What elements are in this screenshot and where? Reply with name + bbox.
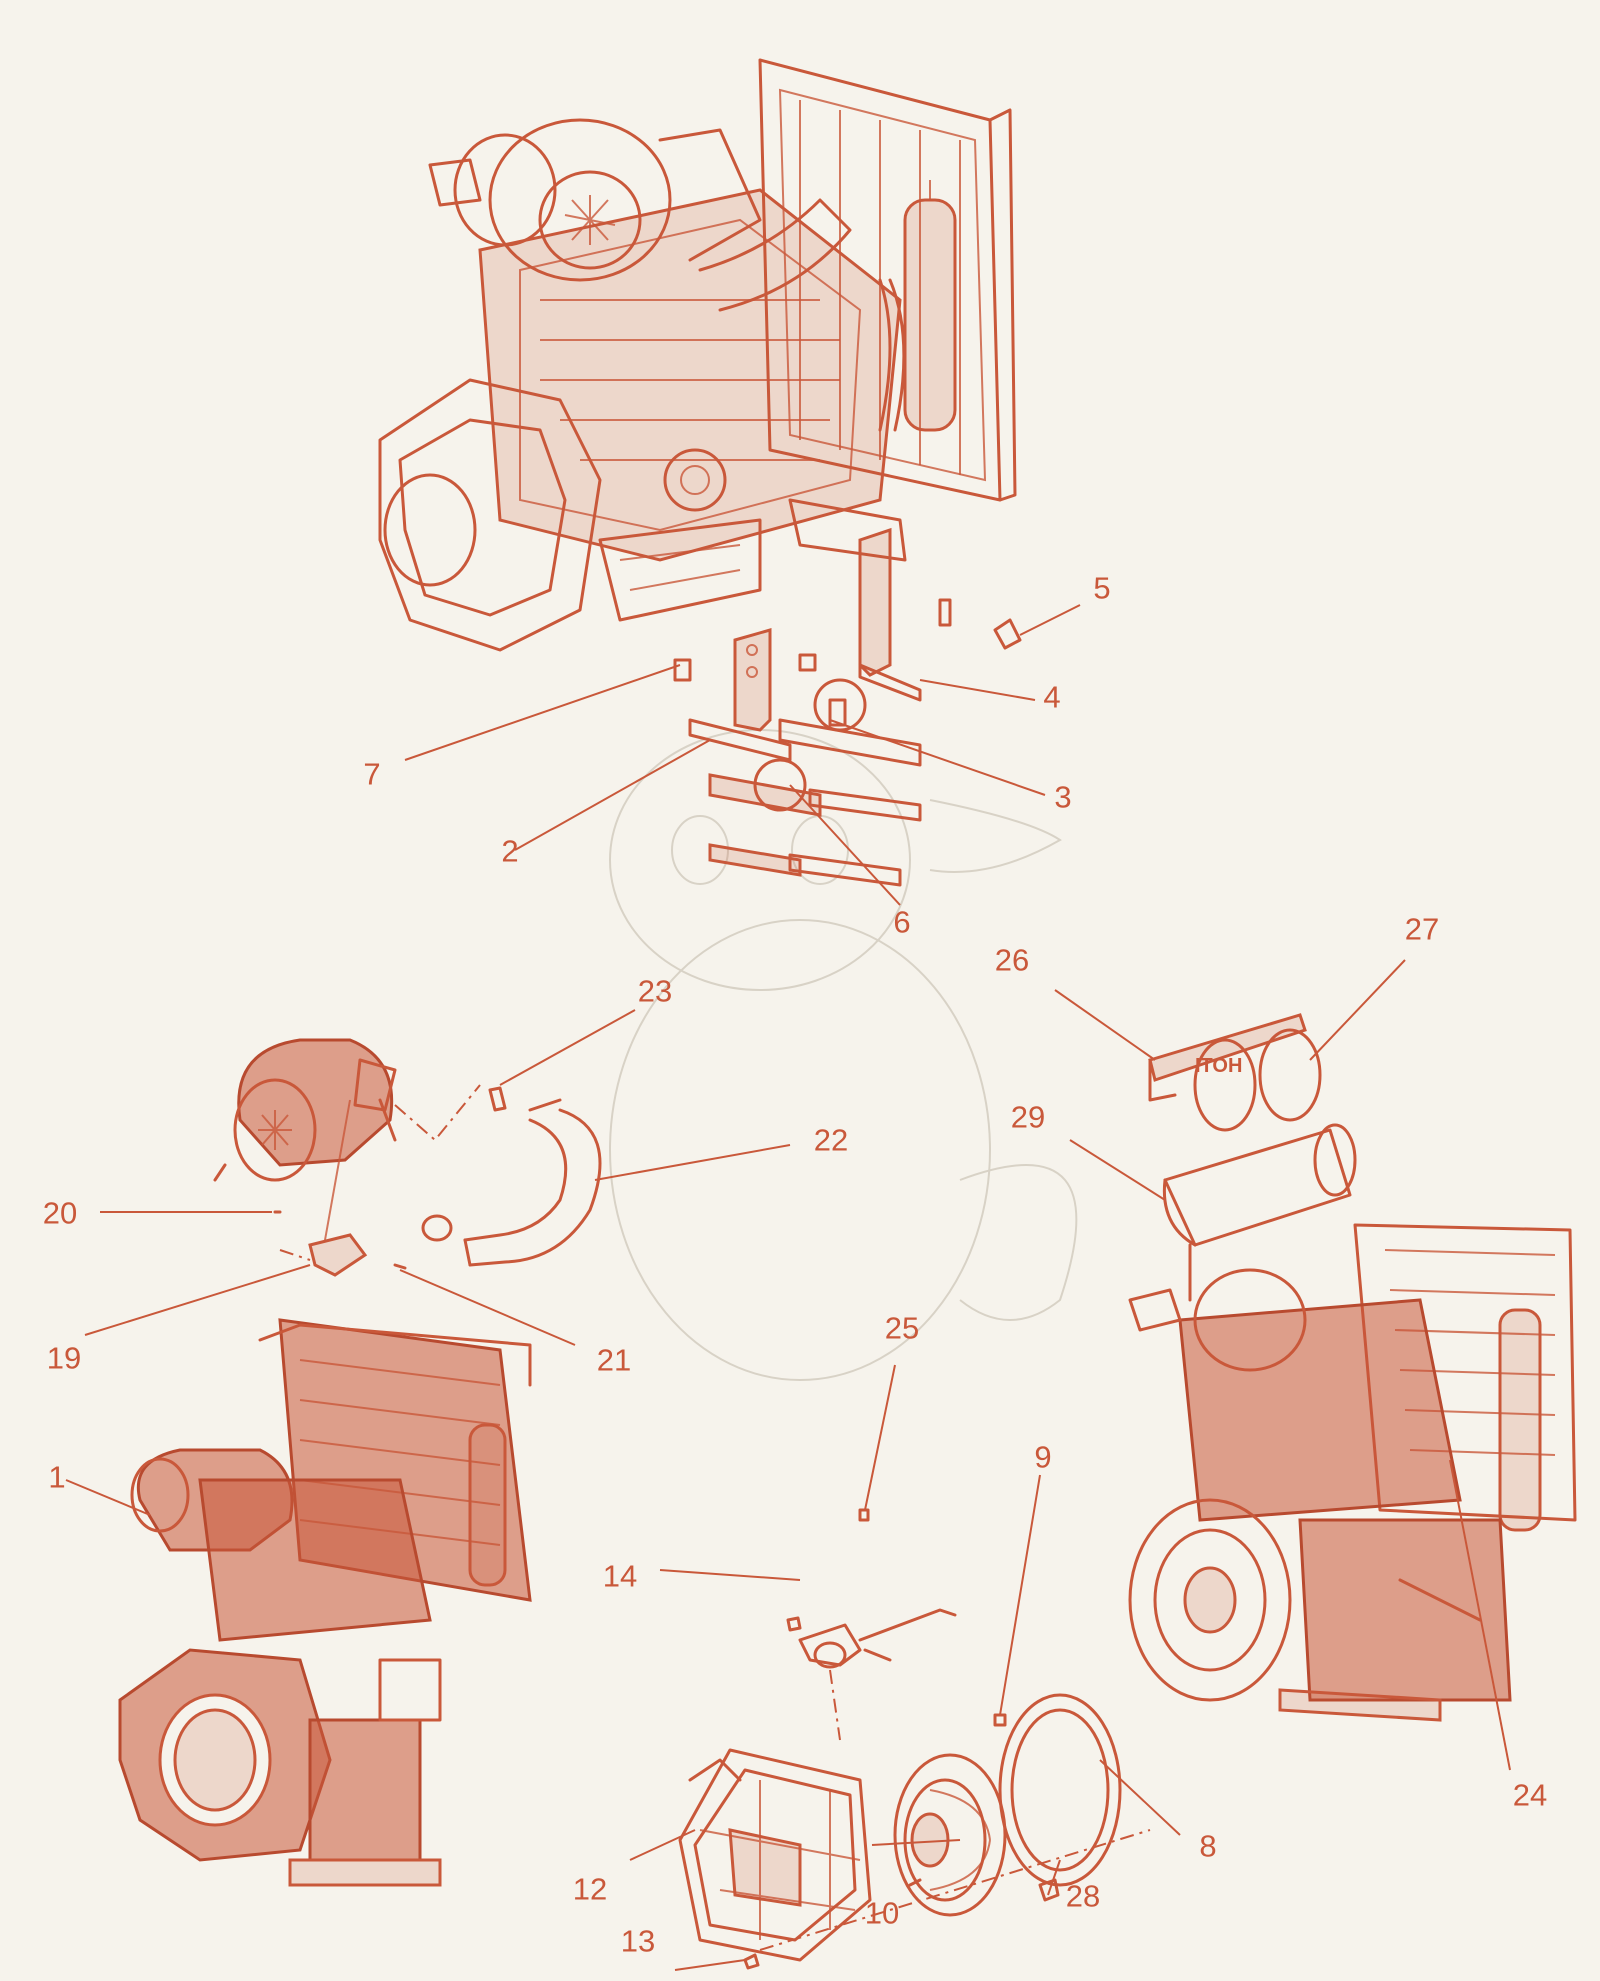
callout-19: 19 [46,1340,82,1376]
top-engine-assembly [378,58,1017,652]
callout-25: 25 [884,1310,920,1346]
air-cleaner-group [213,1038,602,1277]
callout-22: 22 [813,1122,849,1158]
callout-8: 8 [1199,1828,1217,1864]
callout-3: 3 [1054,779,1072,815]
top-mount-brackets [673,527,1022,887]
callout-4: 4 [1043,679,1061,715]
callout-27: 27 [1404,911,1440,947]
callout-6: 6 [893,904,911,940]
callout-9: 9 [1034,1439,1052,1475]
engine-assembly-1 [118,1318,532,1887]
callout-13: 13 [620,1923,656,1959]
callout-1: 1 [48,1459,66,1495]
callout-10: 10 [864,1895,900,1931]
leader-lines [65,604,1511,1971]
callout-14: 14 [602,1558,638,1594]
callout-23: 23 [637,973,673,1009]
callout-2: 2 [501,833,519,869]
callout-24: 24 [1512,1777,1548,1813]
callout-7: 7 [363,756,381,792]
callout-12: 12 [572,1871,608,1907]
callout-21: 21 [596,1342,632,1378]
callout-29: 29 [1010,1099,1046,1135]
heat-shield-logo: ITOH [1195,1055,1242,1077]
callout-5: 5 [1093,570,1111,606]
watermark-figure [609,729,1078,1381]
callout-26: 26 [994,942,1030,978]
callout-20: 20 [42,1195,78,1231]
callout-28: 28 [1065,1878,1101,1914]
flywheel-housing-group [678,1508,1151,1970]
right-engine-assembly: ITOH [1128,1013,1577,1722]
